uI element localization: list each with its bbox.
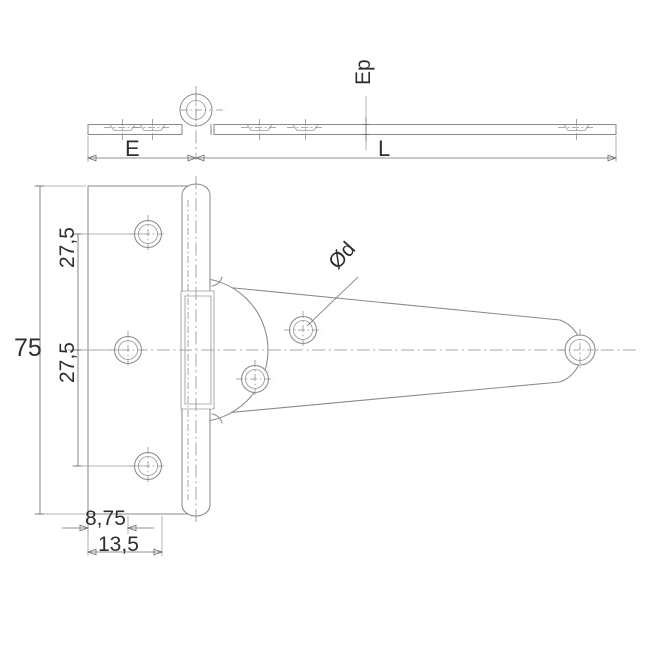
dim-label-strap-length: L (378, 136, 391, 161)
dim-label-lower-spacing: 27,5 (56, 342, 79, 383)
dim-label-edge-to-hole: 8,75 (85, 507, 126, 530)
strap-hole-lower (236, 360, 274, 398)
plate-hole-lower (129, 447, 167, 485)
e-arrow-left (88, 155, 96, 161)
knuckle-slot-inner (185, 296, 211, 404)
dim-label-overall-height: 75 (14, 334, 42, 362)
dim-label-upper-spacing: 27,5 (56, 227, 79, 268)
top-view-countersink-right-1 (241, 119, 278, 140)
top-view-countersink-right-3 (558, 119, 595, 140)
top-view-group (88, 86, 616, 162)
front-view-group (34, 176, 640, 556)
dim-label-edge-to-knuckle: 13,5 (98, 533, 139, 556)
w875-arrow-right (128, 525, 136, 531)
l-arrow-left (196, 155, 204, 161)
top-view-left-plate (88, 125, 182, 135)
e-arrow-right (188, 155, 196, 161)
w135-arrow-right (154, 549, 162, 555)
top-view-right-plate (214, 125, 616, 135)
strap-hole-end (559, 329, 601, 371)
w875-arrow-left (80, 525, 88, 531)
w135-arrow-left (88, 549, 96, 555)
top-view-countersink-left-2 (134, 119, 171, 140)
top-view-countersink-right-2 (287, 119, 324, 140)
dim-label-thickness: Ep (352, 59, 375, 85)
l-arrow-right (608, 155, 616, 161)
strap-fillet-bottom (212, 414, 222, 423)
strap-fillet-top (212, 277, 222, 286)
dim-label-leaf-width: E (125, 136, 140, 161)
od-leader-line (307, 277, 358, 326)
